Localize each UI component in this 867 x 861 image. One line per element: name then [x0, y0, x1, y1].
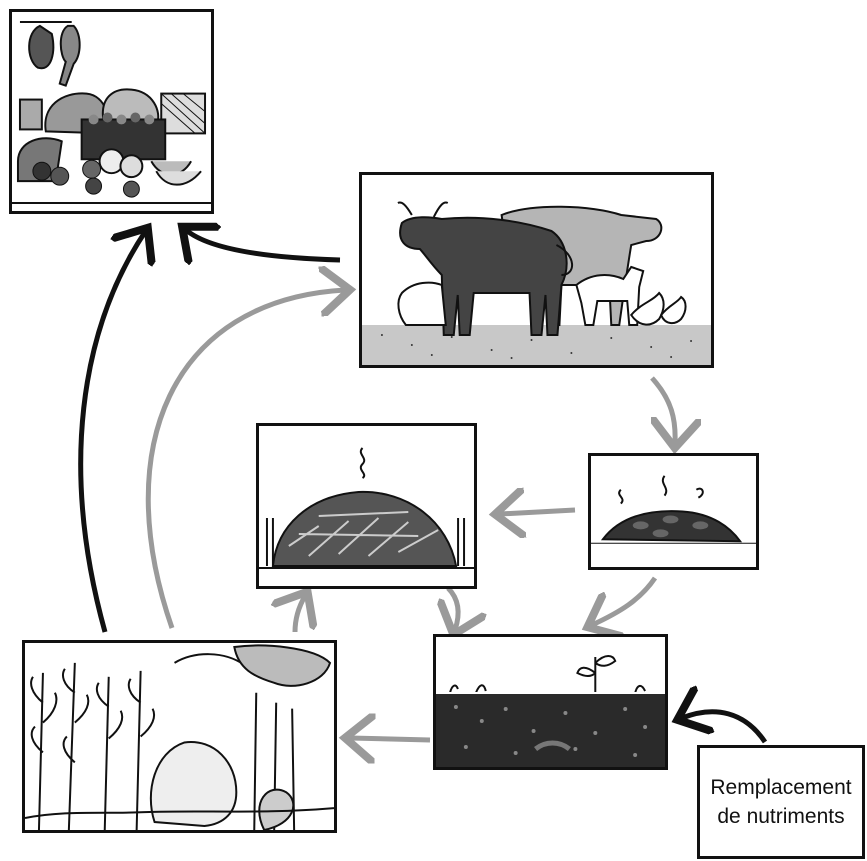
compost-heap-illustration — [259, 426, 474, 586]
manure-illustration — [591, 456, 756, 567]
arrow-manure-to-soil — [592, 576, 658, 625]
compost-heap-panel — [256, 423, 477, 589]
livestock-panel — [359, 172, 714, 368]
market-produce-panel — [9, 9, 214, 214]
arrow-compost-to-soil — [448, 586, 458, 630]
livestock-illustration — [362, 175, 711, 365]
goat-icon — [575, 265, 645, 326]
chicken-icon — [629, 291, 665, 326]
hanging-meat-icon — [28, 24, 55, 70]
chicken-icon-2 — [660, 295, 687, 325]
arrow-livestock-to-market — [186, 230, 341, 260]
hanging-leg-icon — [58, 24, 81, 87]
market-produce-illustration — [12, 12, 211, 211]
crops-illustration — [25, 643, 334, 830]
arrow-crops-to-livestock — [145, 290, 345, 629]
sprout-icon — [576, 655, 617, 693]
pig-icon — [397, 281, 447, 326]
arrow-replacement-to-soil — [682, 712, 768, 744]
earthworm-icon — [534, 740, 571, 752]
arrow-livestock-to-manure — [652, 376, 675, 443]
soil-panel — [433, 634, 668, 770]
arrow-soil-to-crops — [350, 738, 431, 740]
bush-icon — [149, 741, 238, 828]
arrow-crops-to-compost — [295, 596, 305, 633]
leaf-icon — [258, 788, 295, 830]
manure-pile — [600, 510, 743, 543]
soil-illustration — [436, 637, 665, 767]
tree-canopy — [233, 644, 332, 687]
nutrient-replacement-label: Remplacement de nutriments — [710, 776, 852, 828]
nutrient-replacement-box: Remplacement de nutriments — [697, 745, 865, 859]
soil-layer — [436, 693, 665, 767]
crate-icon — [80, 118, 167, 161]
manure-panel — [588, 453, 759, 570]
arrow-manure-to-compost — [500, 510, 576, 514]
dark-cow-icon — [399, 216, 568, 336]
maize-icon — [30, 662, 156, 830]
arrow-crops-to-market — [78, 232, 145, 633]
crops-panel — [22, 640, 337, 833]
